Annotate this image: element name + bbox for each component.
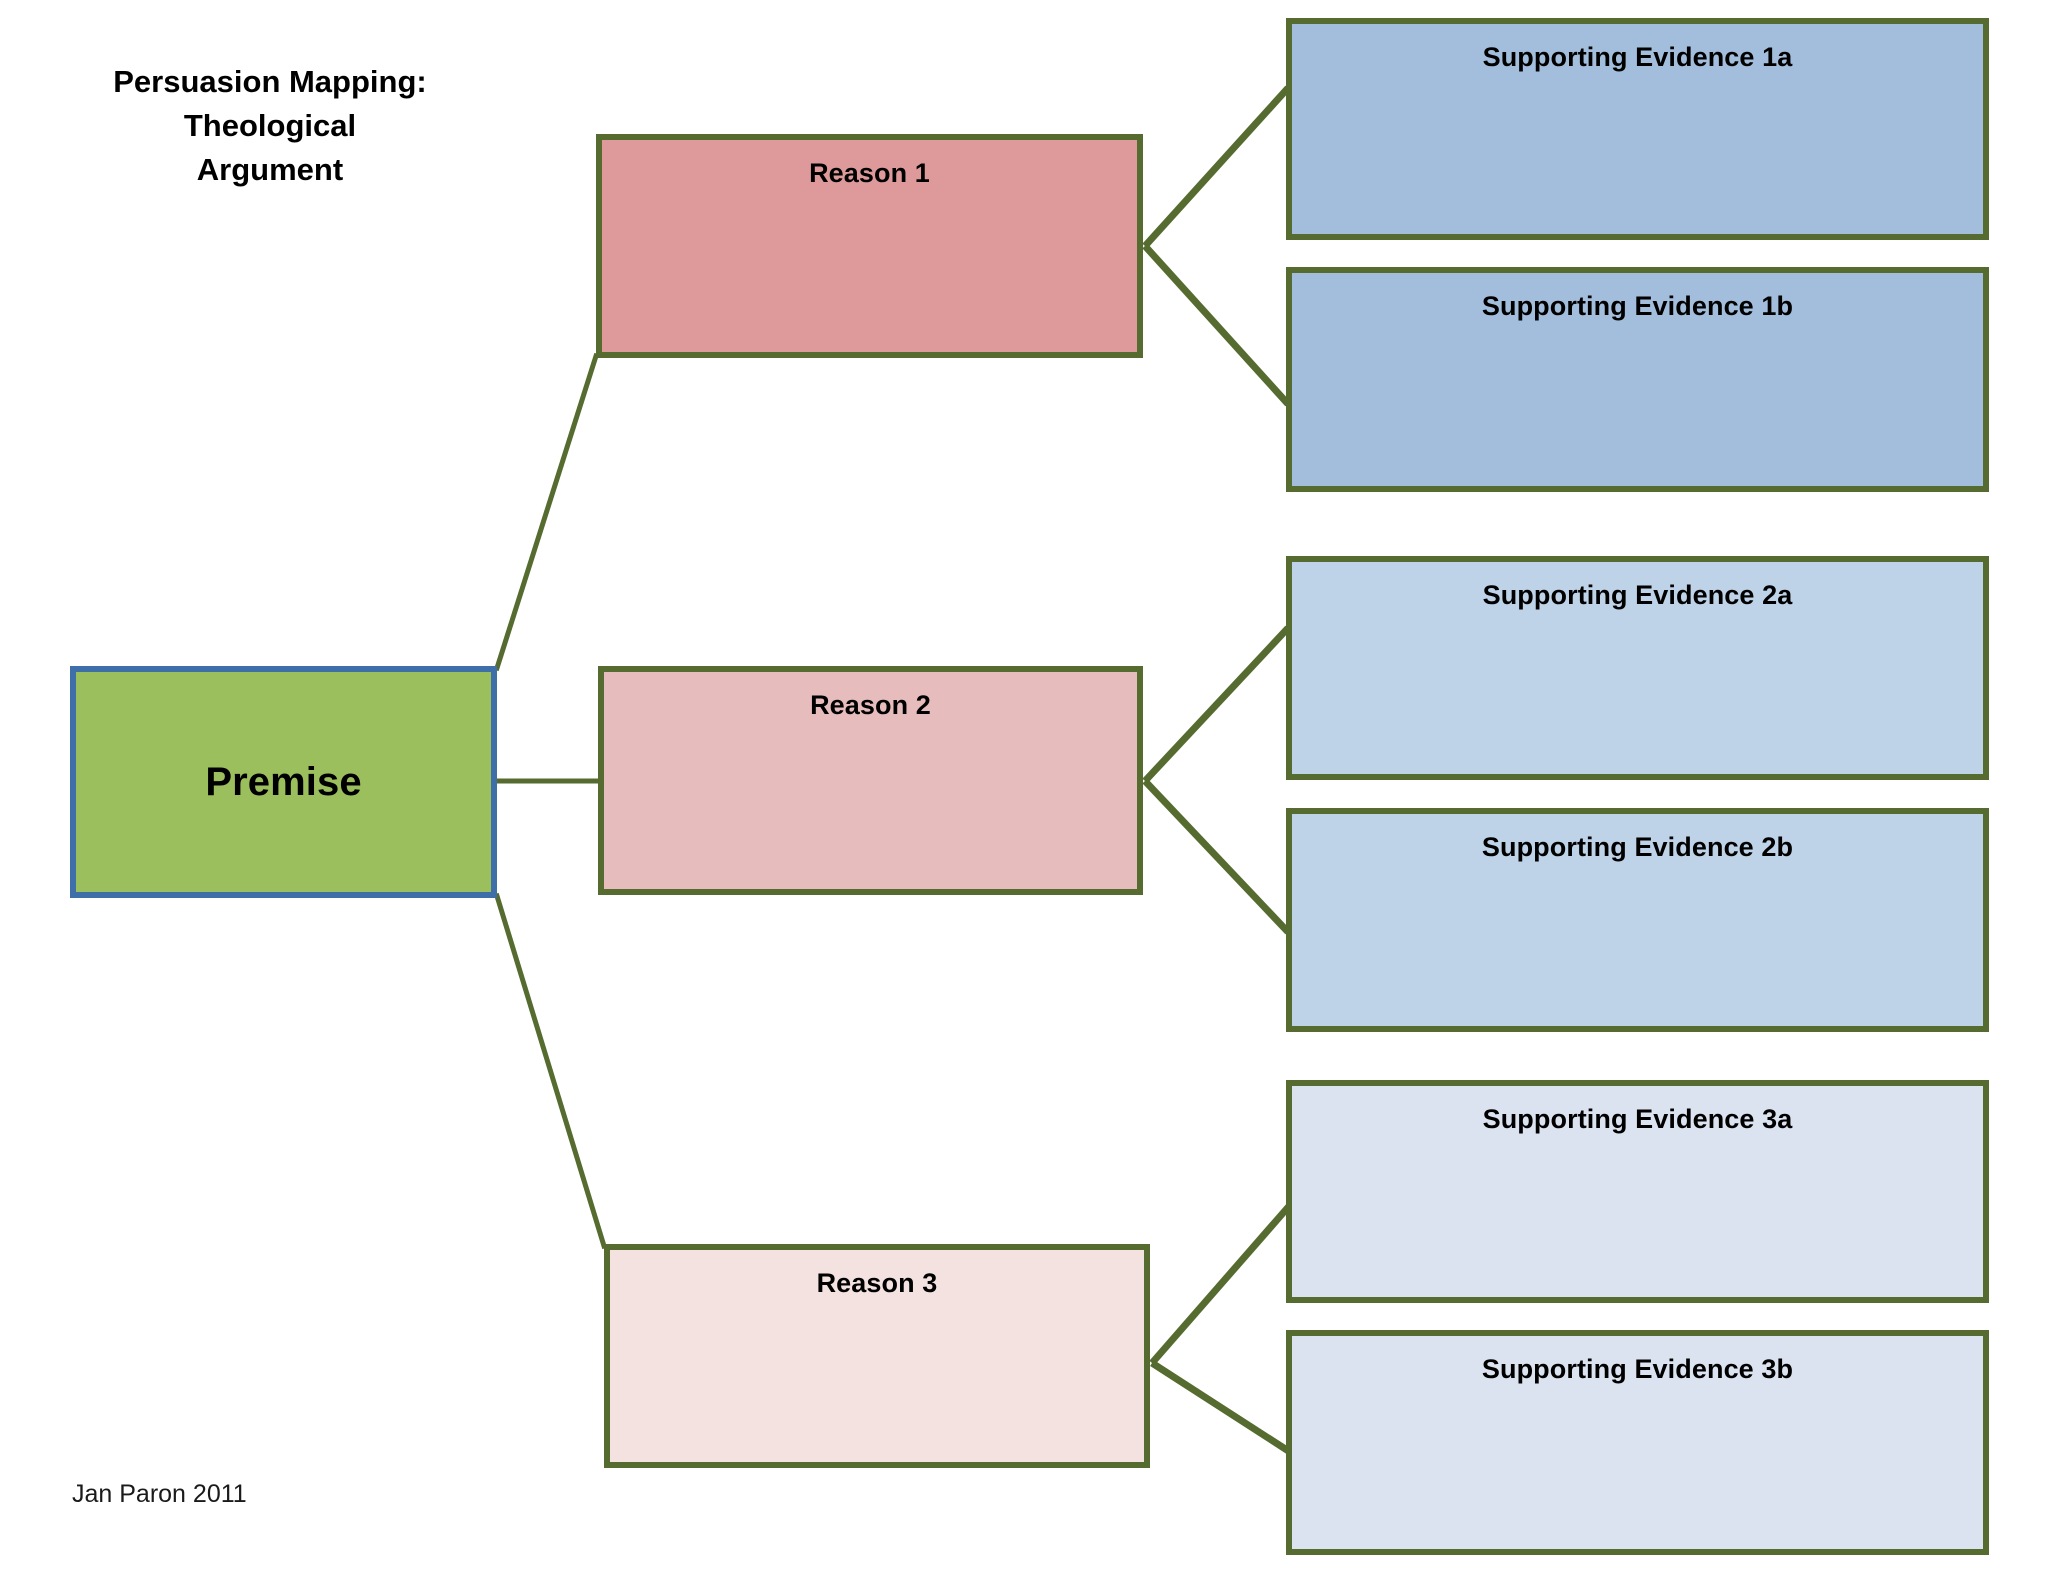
reason-1-label: Reason 1 (809, 158, 930, 188)
connector-reason3-evidence3b (1150, 1360, 1292, 1455)
connector-reason2-evidence2a (1142, 625, 1291, 784)
connector-premise-reason3 (493, 892, 608, 1250)
node-evidence-3a[interactable]: Supporting Evidence 3a (1286, 1080, 1989, 1303)
evidence-2a-label: Supporting Evidence 2a (1482, 580, 1793, 610)
author-credit: Jan Paron 2011 (72, 1480, 247, 1508)
connector-reason3-evidence3a (1149, 1202, 1293, 1366)
connector-reason1-evidence1b (1142, 243, 1291, 407)
title-line-2: Theological (183, 108, 357, 144)
node-reason-2[interactable]: Reason 2 (598, 666, 1143, 895)
node-reason-1[interactable]: Reason 1 (596, 134, 1143, 358)
reason-3-label: Reason 3 (816, 1268, 938, 1298)
node-evidence-1a[interactable]: Supporting Evidence 1a (1286, 18, 1989, 240)
title-line-1: Persuasion Mapping: (113, 64, 427, 99)
node-evidence-1b[interactable]: Supporting Evidence 1b (1286, 267, 1989, 492)
reason-2-label: Reason 2 (810, 690, 931, 720)
premise-label: Premise (205, 759, 362, 804)
node-evidence-2b[interactable]: Supporting Evidence 2b (1286, 808, 1989, 1032)
connector-premise-reason1 (493, 352, 600, 672)
evidence-3a-label: Supporting Evidence 3a (1482, 1104, 1793, 1134)
evidence-3b-label: Supporting Evidence 3b (1481, 1354, 1794, 1384)
node-evidence-2a[interactable]: Supporting Evidence 2a (1286, 556, 1989, 780)
connector-reason2-evidence2b (1142, 778, 1291, 935)
evidence-2b-label: Supporting Evidence 2b (1481, 832, 1794, 862)
node-reason-3[interactable]: Reason 3 (604, 1244, 1150, 1468)
connector-reason1-evidence1a (1142, 85, 1291, 249)
node-premise[interactable]: Premise (70, 666, 497, 898)
page-title: Persuasion Mapping: Theological Argument (60, 60, 480, 192)
evidence-1b-label: Supporting Evidence 1b (1481, 291, 1794, 321)
title-line-3: Argument (196, 152, 344, 188)
evidence-1a-label: Supporting Evidence 1a (1482, 42, 1793, 72)
node-evidence-3b[interactable]: Supporting Evidence 3b (1286, 1330, 1989, 1555)
